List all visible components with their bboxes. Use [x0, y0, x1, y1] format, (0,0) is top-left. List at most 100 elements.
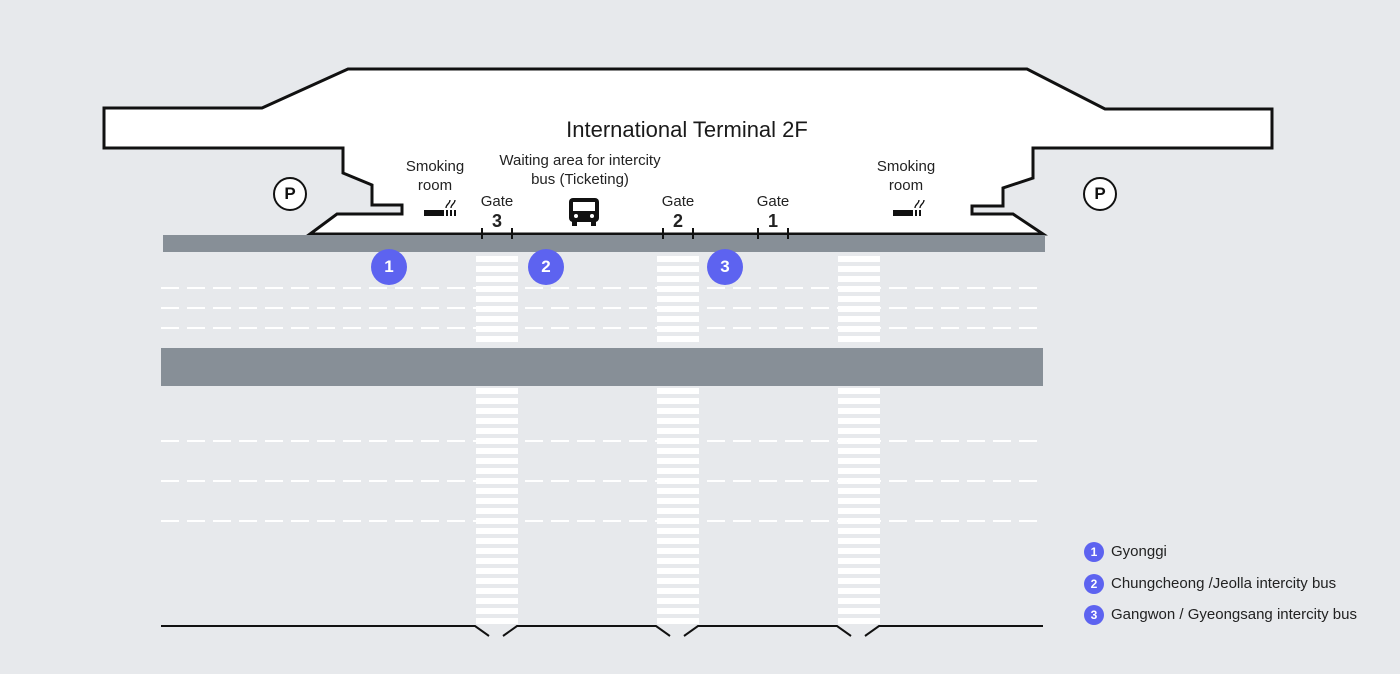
crosswalk-stripe [657, 448, 699, 454]
crosswalk-stripe [657, 478, 699, 484]
curb-band [163, 235, 1045, 252]
crosswalk-stripe [476, 618, 518, 624]
crosswalk-stripe [476, 608, 518, 614]
crosswalk-stripe [657, 296, 699, 302]
crosswalk-stripe [657, 256, 699, 262]
stop-badge-3[interactable]: 3 [707, 249, 743, 285]
crosswalk-stripe [476, 578, 518, 584]
stop-badge-1[interactable]: 1 [371, 249, 407, 285]
crosswalk-stripe [838, 468, 880, 474]
smoking-icon [893, 199, 925, 216]
crosswalk-stripe [838, 578, 880, 584]
gate-ticks [481, 228, 789, 239]
bus-icon [569, 198, 599, 226]
crosswalk-stripe [657, 458, 699, 464]
crosswalk-stripe [476, 326, 518, 332]
crosswalk-stripe [838, 256, 880, 262]
crosswalk-stripe [838, 448, 880, 454]
crosswalk-stripe [657, 558, 699, 564]
crosswalk-stripe [838, 518, 880, 524]
crosswalk-stripe [838, 528, 880, 534]
crosswalk-stripe [838, 568, 880, 574]
crosswalk-stripe [838, 408, 880, 414]
crosswalk-stripe [657, 276, 699, 282]
crosswalk-stripe [838, 458, 880, 464]
crosswalk-stripe [657, 428, 699, 434]
crosswalk-stripe [476, 388, 518, 394]
crosswalk-stripe [838, 316, 880, 322]
crosswalk-stripe [838, 488, 880, 494]
crosswalk-stripe [657, 608, 699, 614]
crosswalk-stripe [476, 316, 518, 322]
crosswalk-stripe [476, 568, 518, 574]
waiting-area-label: Waiting area for intercity bus (Ticketin… [499, 152, 661, 188]
legend-badge-2: 2 [1084, 574, 1104, 594]
crosswalk-stripe [657, 618, 699, 624]
crosswalk-stripe [838, 508, 880, 514]
crosswalk-stripe [657, 548, 699, 554]
crosswalk-stripe [838, 548, 880, 554]
crosswalk-stripe [476, 588, 518, 594]
crosswalk-stripe [838, 286, 880, 292]
stop-badge-2[interactable]: 2 [528, 249, 564, 285]
crosswalk-stripe [476, 398, 518, 404]
crosswalk-stripe [838, 296, 880, 302]
legend-badge-3: 3 [1084, 605, 1104, 625]
crosswalk-stripe [476, 548, 518, 554]
crosswalk-stripe [838, 306, 880, 312]
crosswalk-stripe [476, 408, 518, 414]
legend-badge-1: 1 [1084, 542, 1104, 562]
crosswalk-stripe [476, 418, 518, 424]
legend-text-3: Gangwon / Gyeongsang intercity bus [1111, 606, 1357, 623]
crosswalk-stripe [838, 558, 880, 564]
crosswalk-stripe [838, 336, 880, 342]
crosswalk-stripe [476, 508, 518, 514]
crosswalk-stripe [657, 488, 699, 494]
crosswalk-stripe [838, 588, 880, 594]
terminal-title: International Terminal 2F [566, 117, 808, 142]
crosswalk-stripe [476, 498, 518, 504]
crosswalk-stripe [838, 498, 880, 504]
crosswalk-stripe [838, 618, 880, 624]
crosswalk-stripe [838, 276, 880, 282]
legend-text-2: Chungcheong /Jeolla intercity bus [1111, 575, 1337, 592]
median-band [161, 348, 1043, 386]
crosswalk-stripe [657, 568, 699, 574]
crosswalk-stripe [476, 558, 518, 564]
crosswalk-stripe [657, 578, 699, 584]
crosswalk-stripe [838, 398, 880, 404]
crosswalk-stripe [838, 266, 880, 272]
gate-2-label: Gate [661, 193, 695, 210]
legend-text-1: Gyonggi [1111, 543, 1167, 560]
crosswalk-stripe [476, 458, 518, 464]
crosswalk-stripe [657, 398, 699, 404]
crosswalk-stripe [657, 306, 699, 312]
crosswalk-stripe [476, 428, 518, 434]
crosswalk-stripe [838, 598, 880, 604]
crosswalk-stripe [476, 468, 518, 474]
crosswalk-stripe [657, 498, 699, 504]
crosswalk-stripe [476, 438, 518, 444]
crosswalk-stripe [838, 428, 880, 434]
crosswalk-stripe [657, 598, 699, 604]
parking-icon-right: P [1083, 177, 1117, 211]
crosswalk-stripe [657, 336, 699, 342]
crosswalk-stripe [838, 418, 880, 424]
gate-1-label: Gate [756, 193, 790, 210]
crosswalk-stripe [476, 256, 518, 262]
terminal-building [102, 67, 1274, 236]
crosswalk-stripe [476, 478, 518, 484]
smoking-room-label-right: Smoking room [876, 158, 936, 194]
crosswalk-stripe [657, 438, 699, 444]
crosswalk-stripe [476, 528, 518, 534]
parking-icon-left: P [273, 177, 307, 211]
crosswalks [476, 256, 880, 624]
crosswalk-stripe [657, 316, 699, 322]
smoking-room-label-left: Smoking room [405, 158, 465, 194]
gate-3-label: Gate [480, 193, 514, 210]
gate-3-number: 3 [491, 211, 502, 231]
crosswalk-stripe [476, 266, 518, 272]
crosswalk-stripe [476, 276, 518, 282]
